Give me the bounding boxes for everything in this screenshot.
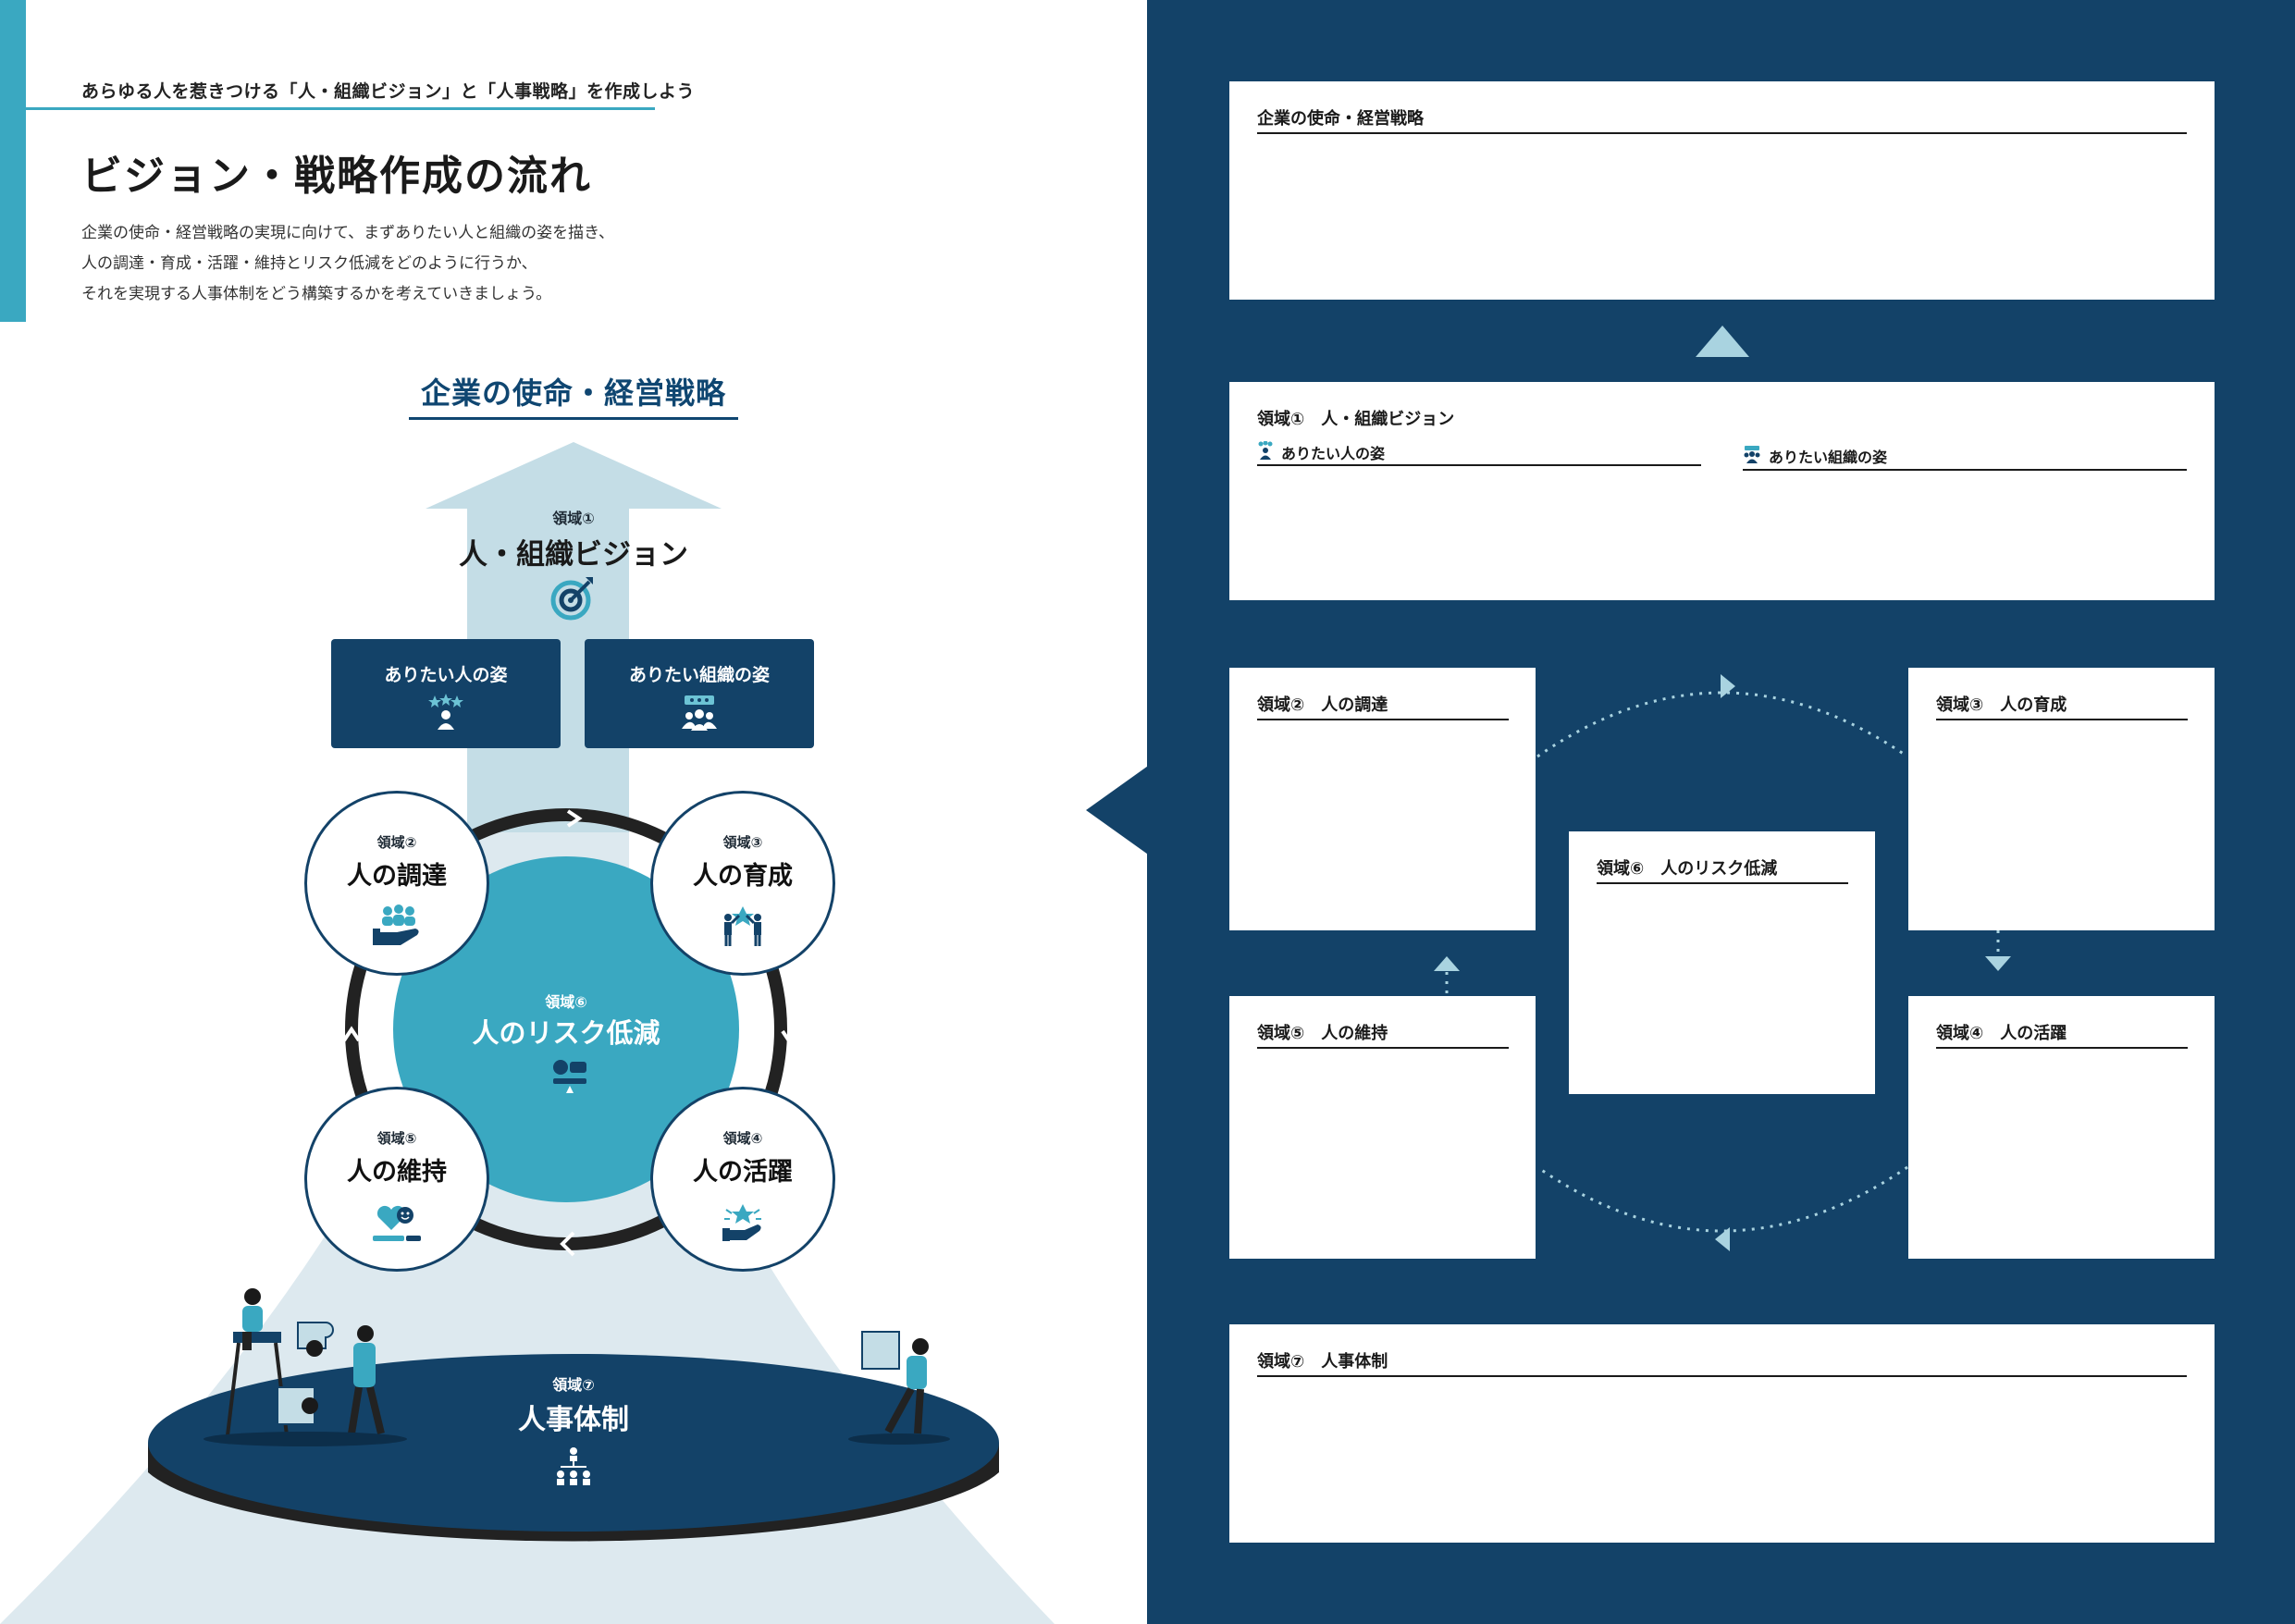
ideal-person-icon <box>1258 441 1273 460</box>
area2-input-box[interactable]: 領域② 人の調達 <box>1229 668 1536 930</box>
area3-number: 領域③ <box>722 834 763 851</box>
area5-box-label: 領域⑤ 人の維持 <box>1257 1024 1388 1043</box>
area5-circle: 領域⑤ 人の維持 <box>304 1087 489 1272</box>
label-underline <box>1257 1047 1509 1049</box>
area3-title: 人の育成 <box>693 862 793 891</box>
cycle-connector-graphic <box>1434 674 2011 1251</box>
development-icon <box>724 906 761 946</box>
area4-number: 領域④ <box>722 1130 763 1147</box>
diagram-heading-underline <box>409 417 738 420</box>
vision-person-label: ありたい人の姿 <box>1281 445 1386 462</box>
hr-structure-icon <box>557 1447 590 1485</box>
subtitle-underline <box>26 107 655 110</box>
vision-input-box[interactable]: 領域① 人・組織ビジョン ありたい人の姿 ありたい組織の姿 <box>1229 382 2215 600</box>
area7-title: 人事体制 <box>518 1404 629 1436</box>
label-underline <box>1257 464 1701 466</box>
area2-box-label: 領域② 人の調達 <box>1257 695 1388 715</box>
area2-number: 領域② <box>376 834 417 851</box>
strategy-input-box[interactable]: 企業の使命・経営戦略 <box>1229 81 2215 300</box>
area5-input-box[interactable]: 領域⑤ 人の維持 <box>1229 996 1536 1259</box>
people-illustration-right <box>848 1331 950 1445</box>
area6-title: 人のリスク低減 <box>472 1017 660 1049</box>
ring-chevron <box>560 1231 575 1257</box>
ring-chevron <box>781 1029 799 1046</box>
label-underline <box>1257 719 1509 720</box>
label-underline <box>1743 469 2187 471</box>
area3-box-label: 領域③ 人の育成 <box>1936 695 2067 715</box>
risk-reduction-icon <box>553 1060 586 1093</box>
diagram-heading: 企業の使命・経営戦略 <box>420 375 726 411</box>
ideal-person-icon <box>428 694 463 730</box>
description-line: 人の調達・育成・活躍・維持とリスク低減をどのように行うか、 <box>81 254 537 273</box>
up-arrow-triangle <box>1696 326 1749 357</box>
area7-number: 領域⑦ <box>552 1376 595 1394</box>
area4-title: 人の活躍 <box>693 1158 793 1187</box>
vision-box-org-label: ありたい組織の姿 <box>628 665 770 685</box>
vision-box-org: ありたい組織の姿 <box>585 639 814 748</box>
area6-box-label: 領域⑥ 人のリスク低減 <box>1597 859 1778 879</box>
page-description: 企業の使命・経営戦略の実現に向けて、まずありたい人と組織の姿を描き、 人の調達・… <box>81 218 747 310</box>
page-subtitle: あらゆる人を惹きつける「人・組織ビジョン」と「人事戦略」を作成しよう <box>81 81 696 102</box>
label-underline <box>1257 1375 2187 1377</box>
label-underline <box>1257 132 2187 134</box>
vision-org-label: ありたい組織の姿 <box>1769 449 1888 466</box>
area7-box-label: 領域⑦ 人事体制 <box>1257 1352 1388 1372</box>
ring-chevron <box>566 809 583 828</box>
label-underline <box>1597 882 1848 884</box>
page-title: ビジョン・戦略作成の流れ <box>81 153 592 200</box>
area2-circle: 領域② 人の調達 <box>304 791 489 976</box>
people-illustration-left <box>204 1288 407 1446</box>
area4-input-box[interactable]: 領域④ 人の活躍 <box>1908 996 2215 1259</box>
vision-box-person-label: ありたい人の姿 <box>384 665 508 685</box>
area7-input-box[interactable]: 領域⑦ 人事体制 <box>1229 1324 2215 1543</box>
target-icon <box>550 577 593 621</box>
area4-circle: 領域④ 人の活躍 <box>650 1087 835 1272</box>
area6-input-box[interactable]: 領域⑥ 人のリスク低減 <box>1569 831 1875 1094</box>
strategy-box-label: 企業の使命・経営戦略 <box>1257 109 1424 129</box>
ideal-organization-icon <box>682 695 717 731</box>
label-underline <box>1936 719 2188 720</box>
accent-bar <box>0 0 26 322</box>
pointer-triangle <box>1086 764 1151 856</box>
vision-box-label: 領域① 人・組織ビジョン <box>1257 410 1455 429</box>
area2-title: 人の調達 <box>347 862 447 891</box>
area3-input-box[interactable]: 領域③ 人の育成 <box>1908 668 2215 930</box>
ring-chevron <box>342 1026 361 1042</box>
description-line: 企業の使命・経営戦略の実現に向けて、まずありたい人と組織の姿を描き、 <box>81 224 614 242</box>
area1-title: 人・組織ビジョン <box>459 538 688 572</box>
flow-diagram-graphic <box>0 442 1055 1624</box>
retention-icon <box>373 1205 421 1241</box>
engagement-icon <box>722 1204 761 1241</box>
area1-number: 領域① <box>552 510 595 527</box>
ideal-organization-icon <box>1744 446 1760 463</box>
area6-number: 領域⑥ <box>545 993 587 1011</box>
recruitment-icon <box>373 904 419 945</box>
area4-box-label: 領域④ 人の活躍 <box>1936 1024 2067 1043</box>
area5-title: 人の維持 <box>347 1158 447 1187</box>
vision-box-person: ありたい人の姿 <box>331 639 561 748</box>
description-line: それを実現する人事体制をどう構築するかを考えていきましょう。 <box>81 285 552 303</box>
arrow-head <box>426 442 722 509</box>
label-underline <box>1936 1047 2188 1049</box>
area3-circle: 領域③ 人の育成 <box>650 791 835 976</box>
area5-number: 領域⑤ <box>376 1130 417 1147</box>
